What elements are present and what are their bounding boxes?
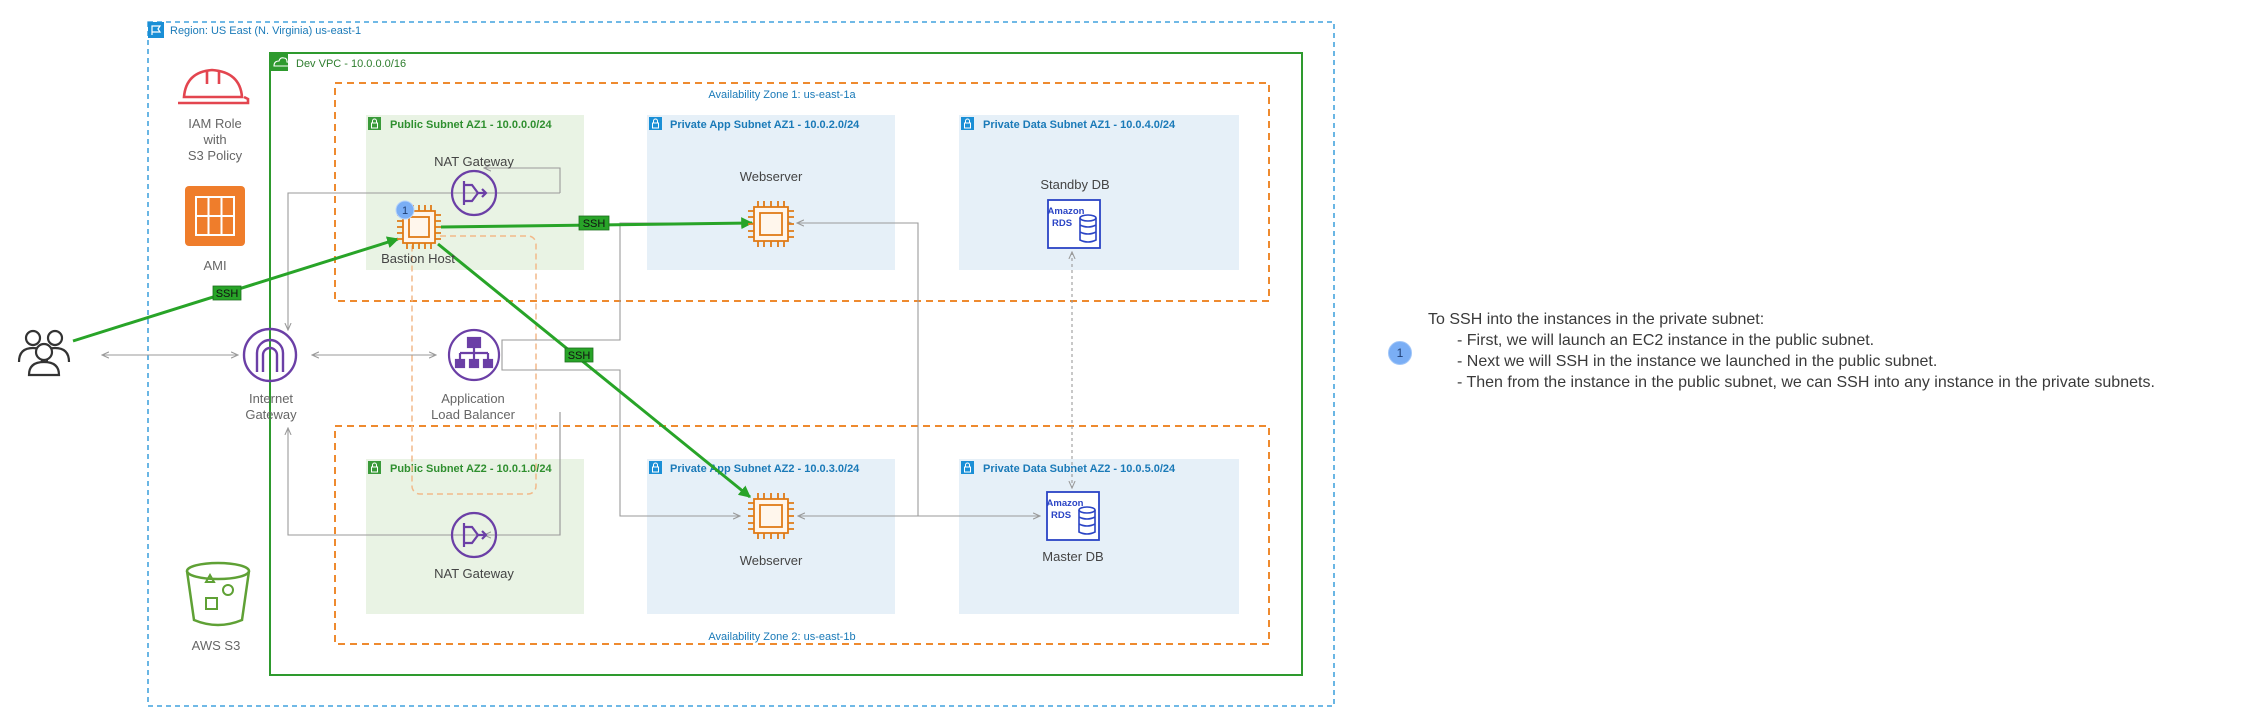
lock-icon	[649, 117, 662, 130]
nat-gateway-az1-label: NAT Gateway	[434, 154, 514, 169]
ec2-chip-icon	[748, 201, 794, 247]
private-app-subnet-az1-label: Private App Subnet AZ1 - 10.0.2.0/24	[670, 119, 860, 131]
ssh-label-az2: SSH	[564, 347, 594, 363]
note-heading: To SSH into the instances in the private…	[1428, 311, 1765, 328]
note-item: Then from the instance in the public sub…	[1428, 372, 2240, 393]
vpc-boundary	[269, 52, 1303, 676]
master-db-label: Master DB	[1042, 549, 1103, 564]
webserver-az2-label: Webserver	[740, 553, 803, 568]
availability-zone-2-label: Availability Zone 2: us-east-1b	[708, 631, 855, 643]
iam-role-icon	[178, 68, 250, 105]
region-icon	[148, 22, 164, 38]
nat-gateway-az2-label: NAT Gateway	[434, 566, 514, 581]
rds-database-icon: Amazon RDS	[1047, 199, 1101, 249]
vpc-label: Dev VPC - 10.0.0.0/16	[296, 58, 406, 70]
step-badge-diagram-text: 1	[402, 205, 408, 217]
ec2-chip-icon	[748, 493, 794, 539]
step-badge: 1	[1388, 341, 1412, 365]
lock-icon	[961, 461, 974, 474]
svg-text:SSH: SSH	[583, 218, 606, 230]
ssh-instructions-note: To SSH into the instances in the private…	[1428, 309, 2240, 393]
vpc-icon	[270, 53, 290, 71]
private-app-subnet-az2-label: Private App Subnet AZ2 - 10.0.3.0/24	[670, 463, 860, 475]
aws-s3-label: AWS S3	[192, 638, 241, 653]
lock-icon	[368, 117, 381, 130]
svg-text:SSH: SSH	[216, 288, 239, 300]
lock-icon	[649, 461, 662, 474]
public-subnet-az2	[366, 459, 584, 614]
availability-zone-1-label: Availability Zone 1: us-east-1a	[708, 89, 856, 101]
private-data-subnet-az2-label: Private Data Subnet AZ2 - 10.0.5.0/24	[983, 463, 1176, 475]
alb-target-group-outline	[411, 235, 537, 495]
nat-gateway-az2-icon	[450, 511, 498, 559]
public-subnet-az2-label: Public Subnet AZ2 - 10.0.1.0/24	[390, 463, 552, 475]
standby-db-label: Standby DB	[1040, 177, 1109, 192]
note-item: Next we will SSH in the instance we laun…	[1428, 351, 2240, 372]
public-subnet-az1-label: Public Subnet AZ1 - 10.0.0.0/24	[390, 119, 552, 131]
rds-text: RDS	[1052, 218, 1072, 229]
webserver-az1-label: Webserver	[740, 169, 803, 184]
rds-text: RDS	[1051, 510, 1071, 521]
svg-text:SSH: SSH	[568, 350, 591, 362]
rds-text: Amazon	[1048, 206, 1085, 217]
lock-icon	[368, 461, 381, 474]
note-item: First, we will launch an EC2 instance in…	[1428, 330, 2240, 351]
private-data-subnet-az1-label: Private Data Subnet AZ1 - 10.0.4.0/24	[983, 119, 1176, 131]
lock-icon	[961, 117, 974, 130]
rds-text: Amazon	[1047, 498, 1084, 509]
load-balancer-icon	[447, 328, 501, 382]
internet-gateway-icon	[242, 327, 298, 383]
bastion-host-label: Bastion Host	[381, 251, 455, 266]
ssh-label-internet: SSH	[212, 285, 242, 301]
rds-database-icon: Amazon RDS	[1046, 491, 1100, 541]
region-boundary	[147, 21, 1335, 707]
step-badge-diagram	[395, 200, 415, 220]
ami-icon	[185, 186, 245, 246]
users-icon	[17, 329, 71, 377]
ssh-label-az1: SSH	[578, 215, 610, 231]
s3-bucket-icon	[185, 561, 251, 627]
region-label: Region: US East (N. Virginia) us-east-1	[170, 25, 361, 37]
ami-label: AMI	[203, 258, 226, 273]
nat-gateway-az1-icon	[450, 169, 498, 217]
